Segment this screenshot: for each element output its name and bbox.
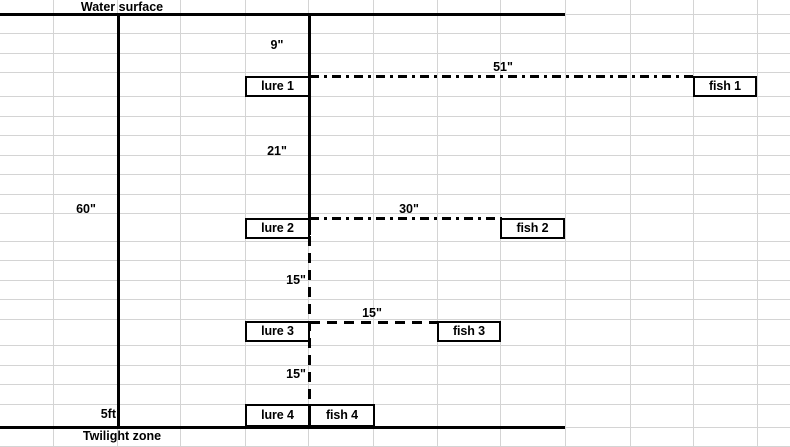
gridline-vertical <box>53 0 54 447</box>
lure-2-label: lure 2 <box>261 221 294 236</box>
lure-4-label: lure 4 <box>261 408 294 423</box>
connector-lure1-fish1 <box>310 75 695 78</box>
lure-1-box[interactable]: lure 1 <box>245 76 310 97</box>
gridline-vertical <box>373 0 374 447</box>
fish-2-box[interactable]: fish 2 <box>500 218 565 239</box>
gridline-horizontal <box>0 384 790 385</box>
fish-3-box[interactable]: fish 3 <box>437 321 501 342</box>
fish-4-label: fish 4 <box>325 408 359 423</box>
fish-2-label: fish 2 <box>516 221 549 236</box>
gridline-horizontal <box>0 365 790 366</box>
gridline-vertical <box>565 0 566 447</box>
fish-1-label: fish 1 <box>708 79 742 94</box>
lure-3-box[interactable]: lure 3 <box>245 321 310 342</box>
gridline-horizontal <box>0 135 790 136</box>
twilight-zone-label: Twilight zone <box>82 429 162 443</box>
gridline-vertical <box>757 0 758 447</box>
gridline-horizontal <box>0 319 790 320</box>
connector-lure3-fish3 <box>310 321 437 324</box>
gridline-vertical <box>180 0 181 447</box>
water-surface-line <box>0 13 565 16</box>
gridline-horizontal <box>0 299 790 300</box>
connector-lure2-fish2 <box>310 217 502 220</box>
fishing-line-lower-dashed <box>308 236 311 405</box>
gridline-horizontal <box>0 96 790 97</box>
gridline-horizontal <box>0 213 790 214</box>
total-depth-label: 60" <box>76 202 96 216</box>
lure-2-box[interactable]: lure 2 <box>245 218 310 239</box>
measure-surface-to-lure1: 9" <box>270 38 284 52</box>
twilight-zone-line <box>0 426 565 429</box>
measure-lure3-to-lure4: 15" <box>286 367 306 381</box>
measure-lure1-to-lure2: 21" <box>267 144 287 158</box>
gridline-horizontal <box>0 174 790 175</box>
gridline-horizontal <box>0 72 790 73</box>
gridline-horizontal <box>0 404 790 405</box>
fishing-line-upper <box>308 13 311 235</box>
water-surface-label: Water surface <box>80 0 164 14</box>
gridline-vertical <box>693 0 694 447</box>
lure-3-label: lure 3 <box>261 324 294 339</box>
fish-1-box[interactable]: fish 1 <box>693 76 757 97</box>
gridline-horizontal <box>0 116 790 117</box>
measure-lure1-to-fish1: 51" <box>493 60 513 74</box>
measure-lure2-to-fish2: 30" <box>399 202 419 216</box>
depth-ruler-line <box>117 13 120 429</box>
gridline-horizontal <box>0 345 790 346</box>
fish-4-box[interactable]: fish 4 <box>309 404 375 427</box>
gridline-horizontal <box>0 53 790 54</box>
lure-1-label: lure 1 <box>261 79 294 94</box>
gridline-horizontal <box>0 260 790 261</box>
gridline-horizontal <box>0 280 790 281</box>
lure-4-box[interactable]: lure 4 <box>245 404 310 427</box>
fish-3-label: fish 3 <box>452 324 486 339</box>
depth-feet-label: 5ft <box>100 407 116 421</box>
measure-lure2-to-lure3: 15" <box>286 273 306 287</box>
gridline-horizontal <box>0 155 790 156</box>
measure-lure3-to-fish3: 15" <box>362 306 382 320</box>
gridline-horizontal <box>0 194 790 195</box>
gridline-vertical <box>630 0 631 447</box>
gridline-horizontal <box>0 33 790 34</box>
gridline-horizontal <box>0 241 790 242</box>
gridline-vertical <box>437 0 438 447</box>
